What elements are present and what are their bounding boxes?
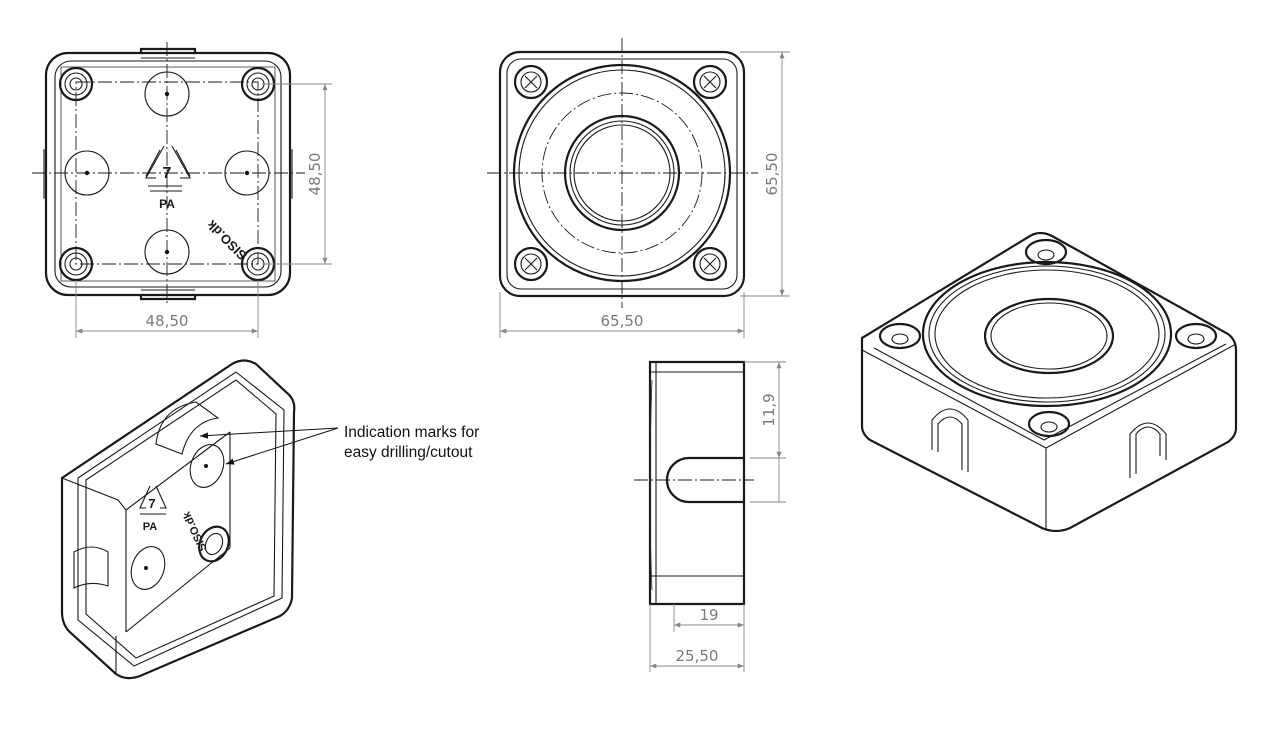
iso-recycle-number: 7 bbox=[148, 496, 155, 511]
iso-recycle-icon: 7 bbox=[139, 485, 167, 515]
top-view: 7 PA SISO.dk 48,50 48,50 bbox=[32, 42, 332, 338]
annotation-line2: easy drilling/cutout bbox=[344, 444, 473, 461]
screw-tr bbox=[692, 64, 728, 100]
side-height-dim: 11,9 bbox=[760, 393, 778, 426]
screw-tl bbox=[513, 64, 549, 100]
recycle-icon: 7 bbox=[145, 145, 191, 192]
bottom-height-dim: 65,50 bbox=[763, 153, 781, 196]
bottom-width-dim: 65,50 bbox=[601, 312, 644, 330]
side-slot-depth-dim: 19 bbox=[699, 606, 718, 624]
iso-material-mark: PA bbox=[143, 521, 158, 533]
screw-br bbox=[692, 246, 728, 282]
side-total-depth-dim: 25,50 bbox=[676, 647, 719, 665]
bottom-view: 65,50 65,50 bbox=[487, 38, 790, 338]
top-width-dim: 48,50 bbox=[146, 312, 189, 330]
material-mark: PA bbox=[159, 197, 175, 211]
side-view: 11,9 19 25,50 bbox=[634, 360, 786, 672]
annotation-line1: Indication marks for bbox=[344, 424, 479, 441]
brand-mark: SISO.dk bbox=[203, 217, 249, 263]
screw-bl bbox=[513, 246, 549, 282]
iso-closed-box bbox=[860, 231, 1238, 533]
top-height-dim: 48,50 bbox=[306, 153, 324, 196]
corner-boss-tl bbox=[58, 66, 94, 102]
recycle-number: 7 bbox=[163, 165, 172, 182]
iso-open-box: 7 PA SISO.dk Indication marks for easy d… bbox=[60, 359, 479, 680]
